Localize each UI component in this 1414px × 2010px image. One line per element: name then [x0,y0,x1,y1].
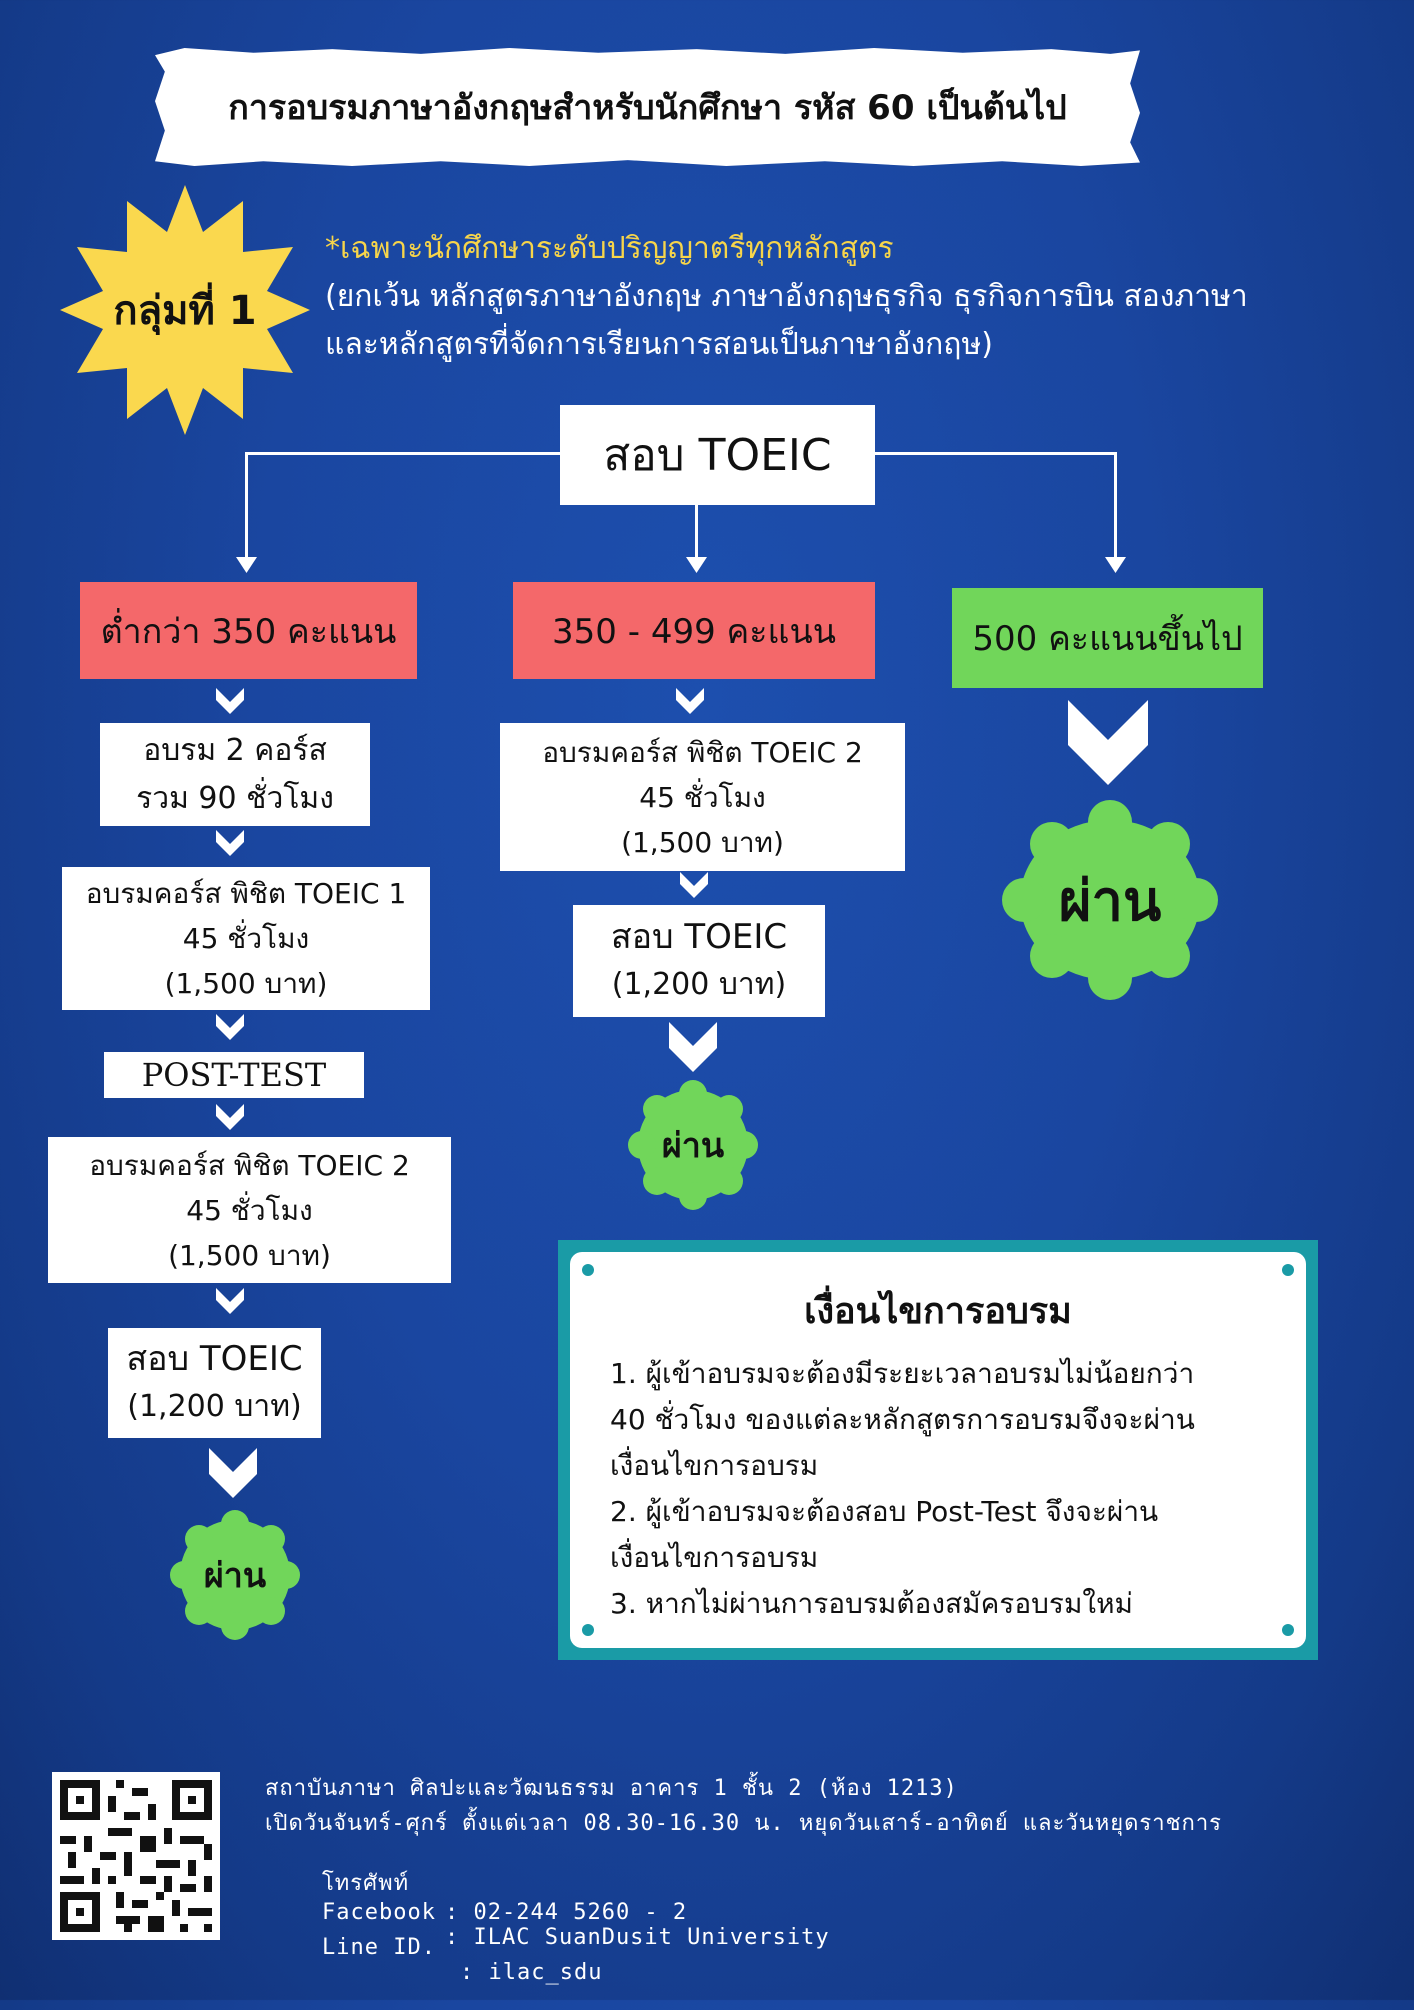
low-step-1-line-1: อบรม 2 คอร์ส [143,732,327,768]
chevron-down-icon [216,1014,244,1040]
chevron-down-icon [216,830,244,856]
corner-dot-icon [582,1264,594,1276]
arrow-down-icon [1105,557,1126,573]
low-step-3-box: POST-TEST [104,1052,364,1098]
mid-step-1-line-3: (1,500 บาท) [621,825,784,859]
low-step-2-line-2: 45 ชั่วโมง [182,922,310,955]
conditions-list: 1. ผู้เข้าอบรมจะต้องมีระยะเวลาอบรมไม่น้อ… [610,1351,1266,1627]
root-exam-label: สอบ TOEIC [603,430,832,481]
eligibility-line-3: และหลักสูตรที่จัดการเรียนการสอนเป็นภาษาอ… [325,327,993,362]
chevron-down-icon [216,1288,244,1314]
arrow-down-icon [686,557,707,573]
eligibility-line-2: (ยกเว้น หลักสูตรภาษาอังกฤษ ภาษาอังกฤษธุร… [325,279,1248,314]
qr-code-icon [52,1772,220,1940]
low-step-3-label: POST-TEST [141,1056,327,1094]
low-step-4-line-3: (1,500 บาท) [168,1238,331,1272]
root-exam-box: สอบ TOEIC [560,405,875,505]
mid-step-1-box: อบรมคอร์ส พิชิต TOEIC 2 45 ชั่วโมง (1,50… [500,723,905,871]
group-badge: กลุ่มที่ 1 [60,185,310,435]
page-title: การอบรมภาษาอังกฤษสำหรับนักศึกษา รหัส 60 … [228,88,1067,128]
low-step-4-line-2: 45 ชั่วโมง [186,1193,313,1227]
low-step-2-line-3: (1,500 บาท) [164,967,328,1000]
footer-line-value: : ilac_sdu [460,1960,603,1985]
branch-low-label: ต่ำกว่า 350 คะแนน [100,611,397,652]
condition-item-2: 2. ผู้เข้าอบรมจะต้องสอบ Post-Test จึงจะผ… [610,1489,1266,1581]
connector-drop-right [1114,452,1117,562]
arrow-down-icon [236,557,257,573]
low-step-4-box: อบรมคอร์ส พิชิต TOEIC 2 45 ชั่วโมง (1,50… [48,1137,451,1283]
footer-facebook-row: Facebook : ILAC SuanDusit University [265,1875,1395,1950]
high-result-badge: ผ่าน [1000,800,1220,1000]
corner-dot-icon [1282,1264,1294,1276]
high-result-label: ผ่าน [1058,868,1162,934]
scalloped-badge-icon [1002,800,1218,1000]
eligibility-line-1: *เฉพาะนักศึกษาระดับปริญญาตรีทุกหลักสูตร [325,231,894,266]
footer-line-row: Line ID. : ilac_sdu [265,1910,1395,1985]
condition-item-3: 3. หากไม่ผ่านการอบรมต้องสมัครอบรมใหม่ [610,1581,1266,1627]
scalloped-badge-icon [170,1510,300,1640]
condition-1-line-1: 1. ผู้เข้าอบรมจะต้องมีระยะเวลาอบรมไม่น้อ… [610,1357,1195,1390]
starburst-badge-icon [60,185,310,435]
low-step-2-line-1: อบรมคอร์ส พิชิต TOEIC 1 [85,877,407,910]
branch-low-header: ต่ำกว่า 350 คะแนน [80,582,417,679]
footer-phone-value: : 02-244 5260 - 2 [445,1900,688,1925]
title-banner: การอบรมภาษาอังกฤษสำหรับนักศึกษา รหัส 60 … [155,48,1140,166]
footer-phone-label: โทรศัพท์ [321,1871,410,1896]
mid-step-2-line-2: (1,200 บาท) [611,967,787,1002]
conditions-title: เงื่อนไขการอบรม [804,1291,1072,1332]
condition-3-line-1: 3. หากไม่ผ่านการอบรมต้องสมัครอบรมใหม่ [610,1587,1134,1620]
chevron-down-icon [1068,700,1148,785]
low-step-5-box: สอบ TOEIC (1,200 บาท) [108,1328,321,1438]
low-step-5-line-1: สอบ TOEIC [126,1339,303,1379]
condition-1-line-3: เงื่อนไขการอบรม [610,1449,819,1482]
low-step-2-box: อบรมคอร์ส พิชิต TOEIC 1 45 ชั่วโมง (1,50… [62,867,430,1010]
low-step-5-line-2: (1,200 บาท) [127,1389,302,1424]
chevron-down-icon [216,1104,244,1130]
scalloped-badge-icon [628,1080,758,1210]
low-step-1-box: อบรม 2 คอร์ส รวม 90 ชั่วโมง [100,723,370,826]
chevron-down-icon [216,688,244,714]
footer-facebook-value: : ILAC SuanDusit University [445,1925,830,1950]
condition-1-line-2: 40 ชั่วโมง ของแต่ละหลักสูตรการอบรมจึงจะผ… [610,1403,1195,1436]
connector-drop-mid [695,505,698,562]
condition-item-1: 1. ผู้เข้าอบรมจะต้องมีระยะเวลาอบรมไม่น้อ… [610,1351,1266,1489]
low-step-1-line-2: รวม 90 ชั่วโมง [136,780,334,816]
mid-result-label: ผ่าน [661,1126,725,1166]
branch-high-header: 500 คะแนนขึ้นไป [952,588,1263,688]
mid-result-badge: ผ่าน [628,1080,758,1210]
chevron-down-icon [209,1448,257,1498]
branch-high-label: 500 คะแนนขึ้นไป [972,619,1243,659]
mid-step-2-box: สอบ TOEIC (1,200 บาท) [573,905,825,1017]
footer-address: สถาบันภาษา ศิลปะและวัฒนธรรม อาคาร 1 ชั้น… [265,1776,958,1801]
corner-dot-icon [1282,1624,1294,1636]
low-result-label: ผ่าน [203,1556,267,1596]
conditions-panel: เงื่อนไขการอบรม 1. ผู้เข้าอบรมจะต้องมีระ… [558,1240,1318,1660]
connector-drop-left [245,452,248,562]
branch-mid-header: 350 - 499 คะแนน [513,582,875,679]
footer-facebook-label: Facebook [321,1900,436,1925]
mid-step-2-line-1: สอบ TOEIC [610,917,788,957]
connector-line-left [245,452,560,455]
connector-line-right [875,452,1117,455]
eligibility-text: *เฉพาะนักศึกษาระดับปริญญาตรีทุกหลักสูตร … [325,225,1405,369]
mid-step-1-line-1: อบรมคอร์ส พิชิต TOEIC 2 [542,735,863,769]
footer-hours: เปิดวันจันทร์-ศุกร์ ตั้งแต่เวลา 08.30-16… [265,1811,1222,1836]
footer-line-label: Line ID. [321,1935,436,1960]
qr-code [52,1772,220,1940]
branch-mid-label: 350 - 499 คะแนน [552,611,836,652]
low-step-4-line-1: อบรมคอร์ส พิชิต TOEIC 2 [89,1148,410,1182]
chevron-down-icon [680,872,708,898]
condition-2-line-2: เงื่อนไขการอบรม [610,1541,819,1574]
group-badge-label: กลุ่มที่ 1 [113,288,257,334]
corner-dot-icon [582,1624,594,1636]
conditions-inner: เงื่อนไขการอบรม 1. ผู้เข้าอบรมจะต้องมีระ… [570,1252,1306,1648]
condition-2-line-1: 2. ผู้เข้าอบรมจะต้องสอบ Post-Test จึงจะผ… [610,1495,1159,1528]
footer-info: สถาบันภาษา ศิลปะและวัฒนธรรม อาคาร 1 ชั้น… [265,1770,1395,1985]
mid-step-1-line-2: 45 ชั่วโมง [639,780,766,814]
chevron-down-icon [676,688,704,714]
chevron-down-icon [669,1022,717,1072]
low-result-badge: ผ่าน [170,1510,300,1640]
footer-phone-row: โทรศัพท์ : 02-244 5260 - 2 [265,1840,1395,1925]
